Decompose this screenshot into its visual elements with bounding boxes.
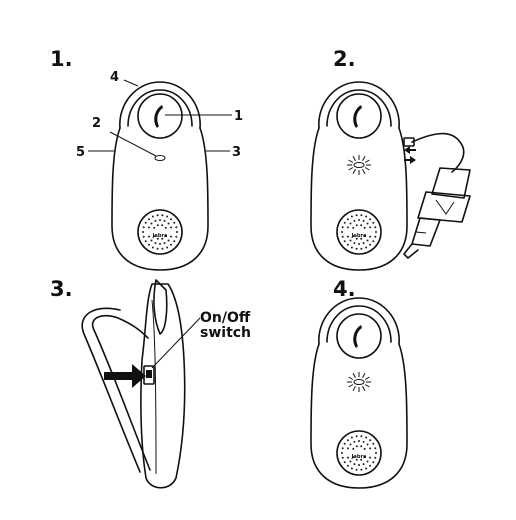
speakerphone-front-4: Jabra [311, 298, 407, 488]
panel-2: 2. Jabra [311, 47, 470, 270]
callout-1: 1 [234, 109, 243, 124]
led-blinking-icon [347, 155, 371, 175]
speakerphone-front-1: Jabra [112, 82, 208, 270]
on-off-label: On/Off [200, 310, 251, 326]
callout-5: 5 [76, 145, 85, 160]
step-label-3: 3. [50, 277, 73, 301]
brand-logo: Jabra [351, 233, 367, 239]
switch-label: switch [200, 325, 251, 341]
phone-icon [353, 105, 362, 128]
callout-lines [88, 80, 232, 156]
panel-1: 1. Jabra 1 2 [50, 47, 243, 270]
phone-icon [353, 325, 362, 348]
led-blinking-icon [347, 372, 371, 392]
panel-4: 4. Jabra [311, 277, 407, 488]
panel-3: 3. On/Off switch [50, 277, 251, 488]
speakerphone-front-2: Jabra [311, 82, 407, 270]
callout-2: 2 [92, 116, 101, 131]
callout-3: 3 [232, 145, 241, 160]
brand-logo: Jabra [152, 233, 168, 239]
speaker-grille: Jabra [337, 210, 381, 254]
step-label-2: 2. [333, 47, 356, 71]
speaker-grille: Jabra [138, 210, 182, 254]
speaker-grille: Jabra [337, 431, 381, 475]
brand-logo: Jabra [351, 454, 367, 460]
led-indicator [155, 156, 165, 161]
phone-icon [154, 105, 163, 128]
car-charger [404, 134, 470, 258]
step-label-4: 4. [333, 277, 356, 301]
callout-4: 4 [110, 70, 119, 85]
step-label-1: 1. [50, 47, 73, 71]
